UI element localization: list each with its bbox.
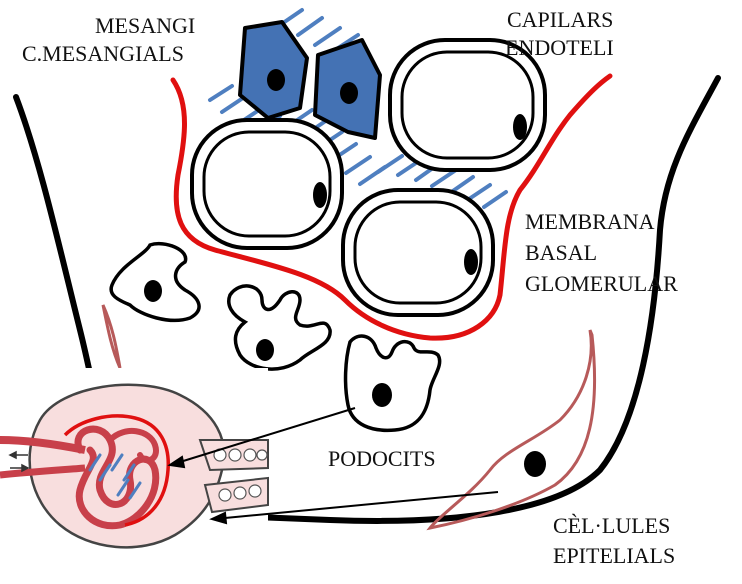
nucleus-icon bbox=[144, 280, 162, 302]
arrow-icon bbox=[8, 450, 30, 473]
label-capillaries: CAPILARS bbox=[507, 7, 614, 32]
arrow-icon bbox=[167, 455, 186, 469]
pointer-lines bbox=[167, 407, 499, 525]
nucleus-icon bbox=[513, 114, 527, 140]
nucleus-icon bbox=[256, 339, 274, 361]
nucleus-icon bbox=[267, 69, 285, 91]
parietal-epithelial-cell-right bbox=[426, 329, 597, 531]
inset-mesangial-hatching bbox=[88, 453, 142, 500]
bowman-capsule-wall-right bbox=[252, 75, 721, 524]
capillary-tuft-inset bbox=[74, 425, 160, 530]
arrow-icon bbox=[209, 511, 228, 525]
nucleus-icon bbox=[340, 82, 358, 104]
label-membrana: MEMBRANA bbox=[525, 209, 655, 234]
label-glomerular: GLOMERULAR bbox=[525, 271, 678, 296]
capillary-tuft-inset-2 bbox=[107, 428, 159, 464]
label-basal: BASAL bbox=[525, 240, 598, 265]
label-epithelial-cells: CÈL·LULES bbox=[553, 513, 671, 538]
label-epithelials: EPITELIALS bbox=[553, 543, 676, 568]
nucleus-icon bbox=[524, 451, 546, 477]
parietal-epithelial-cell-left bbox=[101, 304, 122, 369]
glomerulus-overview-inset bbox=[0, 368, 269, 579]
nucleus-icon bbox=[372, 383, 392, 407]
efferent-arteriole-inset bbox=[0, 464, 86, 479]
label-mesangi: MESANGI bbox=[95, 13, 196, 38]
capillary-2 bbox=[190, 118, 344, 250]
podocyte-3 bbox=[343, 334, 442, 433]
nucleus-icon bbox=[464, 249, 478, 275]
capillary-3 bbox=[341, 188, 495, 317]
label-mesangial-cells: C.MESANGIALS bbox=[22, 41, 184, 66]
label-endothelium: ENDOTELI bbox=[505, 35, 614, 60]
glomerular-basement-membrane bbox=[170, 73, 613, 341]
tubule-cells-inset bbox=[213, 448, 268, 502]
podocyte-2 bbox=[227, 284, 332, 371]
inset-basement-membrane bbox=[63, 414, 170, 527]
label-podocytes: PODOCITS bbox=[328, 446, 436, 471]
capillary-1 bbox=[388, 38, 547, 172]
nucleus-icon bbox=[313, 182, 327, 208]
